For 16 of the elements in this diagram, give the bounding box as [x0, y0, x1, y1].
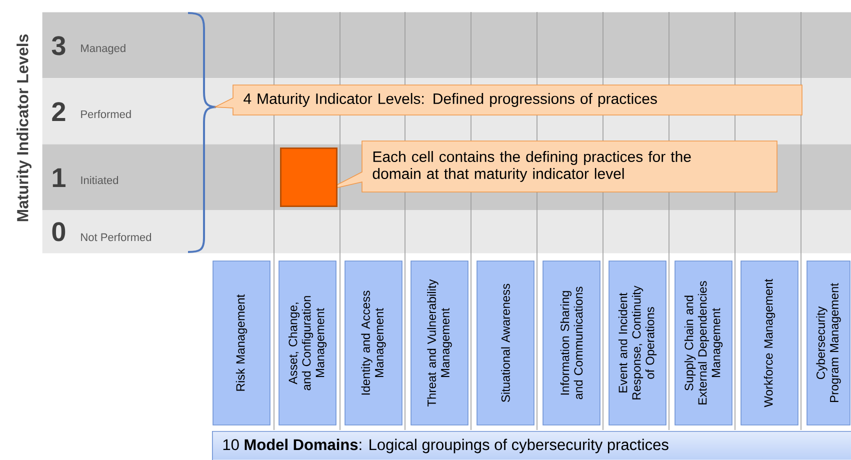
callout-box: 4 Maturity Indicator Levels: Defined progressions of practices [213, 84, 802, 116]
filled-cell [280, 147, 338, 207]
domain-box: Workforce Management [740, 260, 798, 426]
domain-band: 10 Model Domains: Logical groupings of cybersecurity practices [212, 431, 851, 460]
level-band: 3 Managed [42, 12, 851, 78]
domain-box: Threat and Vulnerability Management [410, 260, 468, 426]
level-band: 0 Not Performed [42, 210, 851, 254]
axis-title: Maturity Indicator Levels [16, 34, 32, 222]
domain-box: Situational Awareness [476, 260, 534, 426]
domain-box: Cybersecurity Program Management [806, 260, 850, 426]
domain-box: Asset, Change, and Configuration Management [278, 260, 336, 426]
domain-box: Risk Management [212, 260, 270, 426]
domain-box: Event and Incident Response, Continuity of Operations [608, 260, 666, 426]
domain-box: Supply Chain and External Dependencies Management [674, 260, 732, 426]
domain-box: Information Sharing and Communications [542, 260, 600, 426]
domain-box: Identity and Access Management [344, 260, 402, 426]
